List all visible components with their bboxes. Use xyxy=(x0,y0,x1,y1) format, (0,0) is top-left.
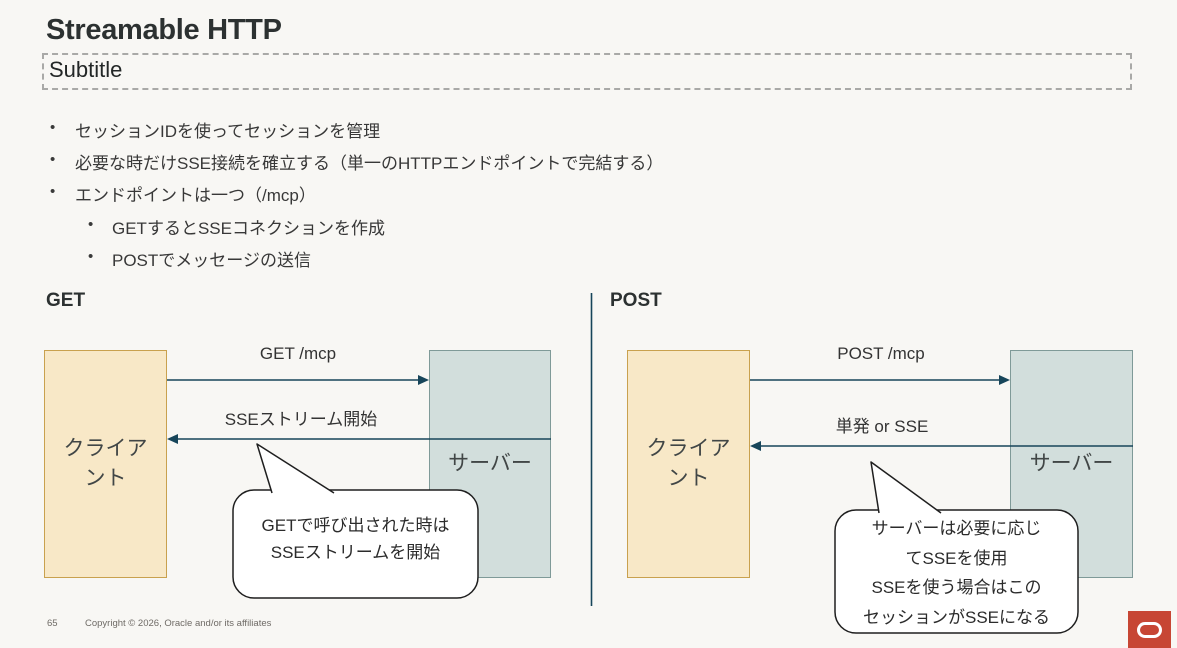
post-client-label: クライア ント xyxy=(646,437,731,490)
bullet-text: POSTでメッセージの送信 xyxy=(112,251,311,270)
bullet-text: セッションIDを使ってセッションを管理 xyxy=(75,122,381,141)
bullet-item: • 必要な時だけSSE接続を確立する（単一のHTTPエンドポイントで完結する） xyxy=(46,149,1046,173)
post-client-box: クライア ント xyxy=(627,350,750,578)
post-request-label: POST /mcp xyxy=(837,344,925,363)
bullet-marker: • xyxy=(50,183,56,200)
bullet-subitem: • POSTでメッセージの送信 xyxy=(46,246,1046,270)
bullet-marker: • xyxy=(88,248,94,265)
bullet-marker: • xyxy=(88,216,94,233)
get-request-label: GET /mcp xyxy=(259,344,337,363)
get-request-arrow xyxy=(167,375,429,385)
get-response-label: SSEストリーム開始 xyxy=(224,410,378,429)
subtitle-box: Subtitle xyxy=(42,53,1132,90)
get-client-label: クライア ント xyxy=(63,437,148,490)
get-callout-text: GETで呼び出された時は SSEストリームを開始 xyxy=(261,516,450,562)
post-section-heading: POST xyxy=(610,290,662,311)
post-server-label: サーバー xyxy=(1029,452,1114,475)
bullet-marker: • xyxy=(50,151,56,168)
post-callout-tail xyxy=(870,461,942,514)
post-callout-text: サーバーは必要に応じ てSSEを使用 SSEを使う場合はこの セッションがSSE… xyxy=(862,519,1051,627)
post-request-arrow xyxy=(750,375,1010,385)
bullet-marker: • xyxy=(50,119,56,136)
subtitle-text: Subtitle xyxy=(49,57,123,82)
oracle-logo-icon xyxy=(1128,611,1171,648)
oracle-o-glyph xyxy=(1137,621,1162,638)
copyright-text: Copyright © 2026, Oracle and/or its affi… xyxy=(85,618,272,629)
post-response-label: 単発 or SSE xyxy=(835,417,929,436)
bullet-text: エンドポイントは一つ（/mcp） xyxy=(75,186,316,205)
bullet-item: • エンドポイントは一つ（/mcp） xyxy=(46,181,1046,205)
get-callout-tail xyxy=(256,443,335,494)
bullet-text: GETするとSSEコネクションを作成 xyxy=(112,219,385,238)
get-section-heading: GET xyxy=(46,290,86,311)
get-client-box: クライア ント xyxy=(44,350,167,578)
get-server-label: サーバー xyxy=(448,452,532,475)
page-title: Streamable HTTP xyxy=(46,14,282,46)
bullet-subitem: • GETするとSSEコネクションを作成 xyxy=(46,214,1046,238)
page-number: 65 xyxy=(47,618,58,629)
bullet-text: 必要な時だけSSE接続を確立する（単一のHTTPエンドポイントで完結する） xyxy=(75,154,664,173)
bullet-item: • セッションIDを使ってセッションを管理 xyxy=(46,117,1046,141)
